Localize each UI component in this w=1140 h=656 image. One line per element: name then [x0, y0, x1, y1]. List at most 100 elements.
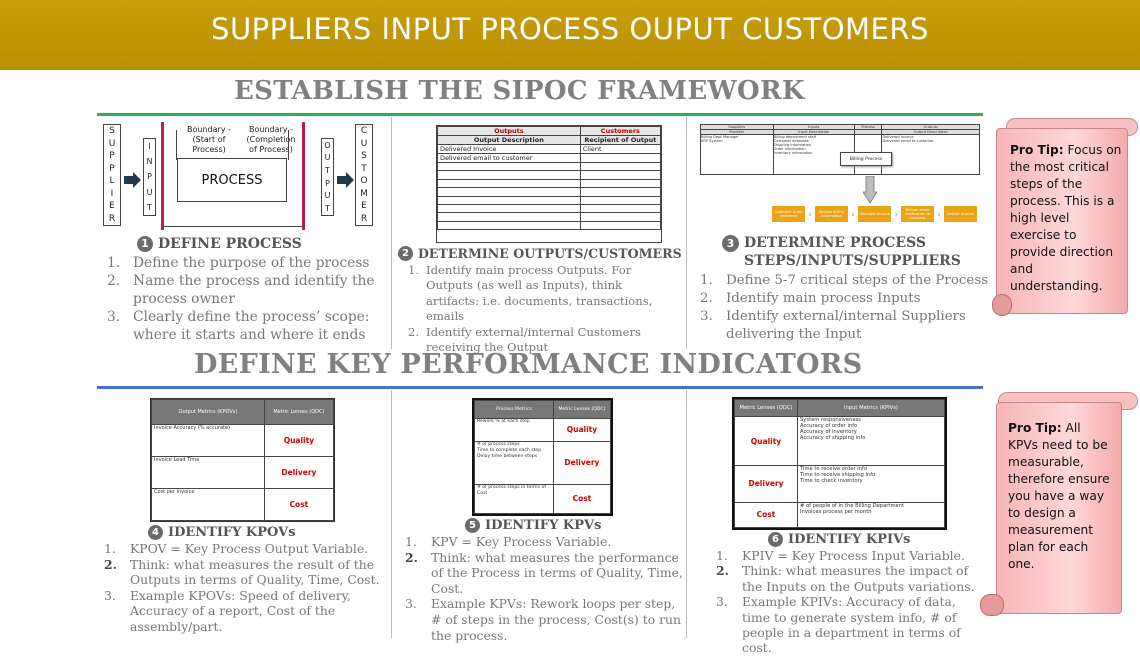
letter: S: [109, 126, 115, 137]
card-title: IDENTIFY KPIVs: [788, 532, 911, 547]
table-row: [437, 170, 662, 180]
card-title: IDENTIFY KPVs: [485, 518, 602, 533]
item-number: 2.: [107, 273, 121, 289]
item-text: Think: what measures the result of the O…: [130, 556, 380, 588]
card-title: IDENTIFY KPOVs: [168, 525, 296, 540]
process-box: PROCESS: [177, 158, 287, 202]
metric-description: Rework % at each step: [474, 418, 554, 442]
kpov-col2: Metric Lenses (QDC): [263, 398, 335, 426]
letter: P: [325, 178, 330, 188]
letter: U: [360, 138, 368, 149]
letter: U: [324, 191, 331, 201]
step-number-badge: 5: [465, 518, 480, 533]
letter: P: [109, 151, 115, 162]
sipoc-entry: Shipping information: [773, 143, 812, 147]
letter: R: [108, 213, 116, 224]
letter: R: [360, 213, 368, 224]
list-item: 3.Example KPVs: Rework loops per step, #…: [405, 596, 685, 643]
process-label: PROCESS: [201, 172, 263, 188]
table-cell: [579, 170, 662, 180]
process-step-box: Deliver Invoice: [943, 206, 977, 222]
table-cell: [437, 170, 581, 180]
metric-lens: Delivery: [734, 464, 798, 503]
metric-description: Invoice Accuracy (% accurate): [151, 424, 265, 458]
sipoc-entry: Billing department staff: [773, 135, 817, 139]
card-steps-list: 1.KPOV = Key Process Output Variable.2.T…: [104, 541, 389, 635]
list-item: 1.KPOV = Key Process Output Variable.: [104, 541, 389, 557]
banner-title: SUPPLIERS INPUT PROCESS OUPUT CUSTOMERS: [211, 12, 929, 46]
table-cell: Delivered Invoice: [437, 144, 581, 154]
table-cell: [437, 212, 581, 222]
metric-lens: Quality: [263, 424, 335, 458]
scroll-curl: [980, 594, 1004, 616]
table-cell: [579, 195, 662, 205]
list-item: 3.Example KPOVs: Speed of delivery, Accu…: [104, 588, 389, 635]
process-step-box: Generate invoice: [857, 206, 891, 222]
metric-lens: Quality: [734, 416, 798, 466]
item-text: Example KPOVs: Speed of delivery, Accura…: [130, 587, 351, 634]
kpov-col1: Output Metrics (KPOVs): [151, 398, 265, 426]
outputs-header: Outputs: [437, 126, 581, 136]
item-text: Identify external/internal Suppliers del…: [726, 309, 966, 342]
letter: S: [361, 151, 367, 162]
list-item: 2.Identify main process Inputs: [700, 290, 990, 308]
card-kpovs: 4 IDENTIFY KPOVs 1.KPOV = Key Process Ou…: [104, 525, 389, 635]
table-row: [437, 220, 662, 231]
metric-description: # of process steps Time to complete each…: [474, 440, 554, 485]
card-title: DEFINE PROCESS: [158, 236, 302, 252]
section-rule-blue: [97, 386, 983, 389]
section-title-kpi: DEFINE KEY PERFORMANCE INDICATORS: [194, 349, 863, 380]
recipient-col: Recipient of Output: [579, 135, 662, 145]
letter: U: [146, 187, 153, 197]
list-item: 3.Identify external/internal Suppliers d…: [700, 308, 990, 344]
list-item: 1.Define 5-7 critical steps of the Proce…: [700, 272, 990, 290]
letter: T: [325, 204, 330, 214]
letter: N: [146, 157, 153, 167]
boundary-start-label: Boundary - (Start of Process): [187, 125, 231, 154]
pro-tip-text: Pro Tip: Focus on the most critical step…: [1010, 142, 1122, 295]
column-divider: [686, 117, 687, 349]
table-cell: [437, 203, 581, 214]
table-row: [437, 161, 662, 172]
table-cell: [437, 187, 581, 197]
column-divider: [391, 117, 392, 349]
card-kpivs: 6 IDENTIFY KPIVs 1.KPIV = Key Process In…: [716, 532, 986, 656]
start-boundary-line: [161, 122, 164, 230]
pro-tip-body: Focus on the most critical steps of the …: [1010, 143, 1122, 293]
end-boundary-line: [302, 122, 305, 230]
metric-description: # of people of in the Billing Department…: [797, 501, 945, 529]
list-item: 1.KPV = Key Process Variable.: [405, 534, 685, 550]
metric-lens: Cost: [734, 501, 798, 529]
step-number-badge: 3: [722, 235, 739, 252]
card-steps-inputs-suppliers: 3 DETERMINE PROCESS STEPS/INPUTS/SUPPLIE…: [700, 234, 990, 344]
table-cell: [579, 187, 662, 197]
metric-description: # of process steps in terms of Cost: [474, 483, 554, 515]
letter: O: [324, 140, 331, 150]
process-step-box: Review billing information: [814, 206, 848, 222]
letter: E: [109, 201, 115, 212]
item-text: Clearly define the process’ scope: where…: [133, 309, 370, 343]
item-number: 1.: [716, 548, 728, 563]
list-item: 1.Identify main process Outputs. For Out…: [408, 263, 678, 325]
metric-lens: Cost: [263, 488, 335, 521]
step-number-badge: 6: [768, 532, 783, 547]
scroll-body: [996, 128, 1128, 314]
sipoc-entry: Customer database: [773, 139, 809, 143]
boundary-end-label: Boundary - (Completion of Process): [246, 125, 296, 154]
output-desc-col: Output Description: [437, 135, 581, 145]
list-item: 3.Clearly define the process’ scope: whe…: [107, 308, 387, 344]
down-arrow-icon: [863, 176, 877, 204]
card-steps-list: 1.KPV = Key Process Variable.2.Think: wh…: [405, 534, 685, 643]
step-number-badge: 4: [148, 525, 163, 540]
letter: I: [148, 142, 151, 152]
table-row: Invoice Accuracy (% accurate)Quality: [151, 424, 335, 458]
table-cell: [579, 203, 662, 214]
section-title-sipoc: ESTABLISH THE SIPOC FRAMEWORK: [234, 76, 805, 106]
